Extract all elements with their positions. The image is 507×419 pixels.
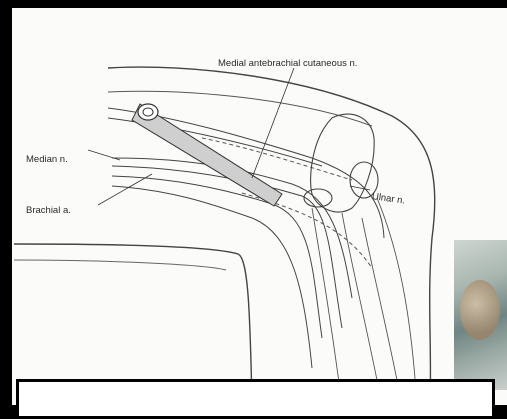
- label-brachial-artery: Brachial a.: [26, 205, 71, 216]
- label-median-nerve: Median n.: [26, 154, 68, 165]
- label-medial-antebrachial-cutaneous: Medial antebrachial cutaneous n.: [218, 58, 357, 69]
- image-frame: Medial antebrachial cutaneous n. Median …: [0, 0, 507, 405]
- overlapping-photo: [454, 240, 507, 390]
- anatomy-illustration: Medial antebrachial cutaneous n. Median …: [12, 8, 507, 405]
- caption-box: [16, 379, 495, 419]
- photo-subject: [460, 280, 500, 340]
